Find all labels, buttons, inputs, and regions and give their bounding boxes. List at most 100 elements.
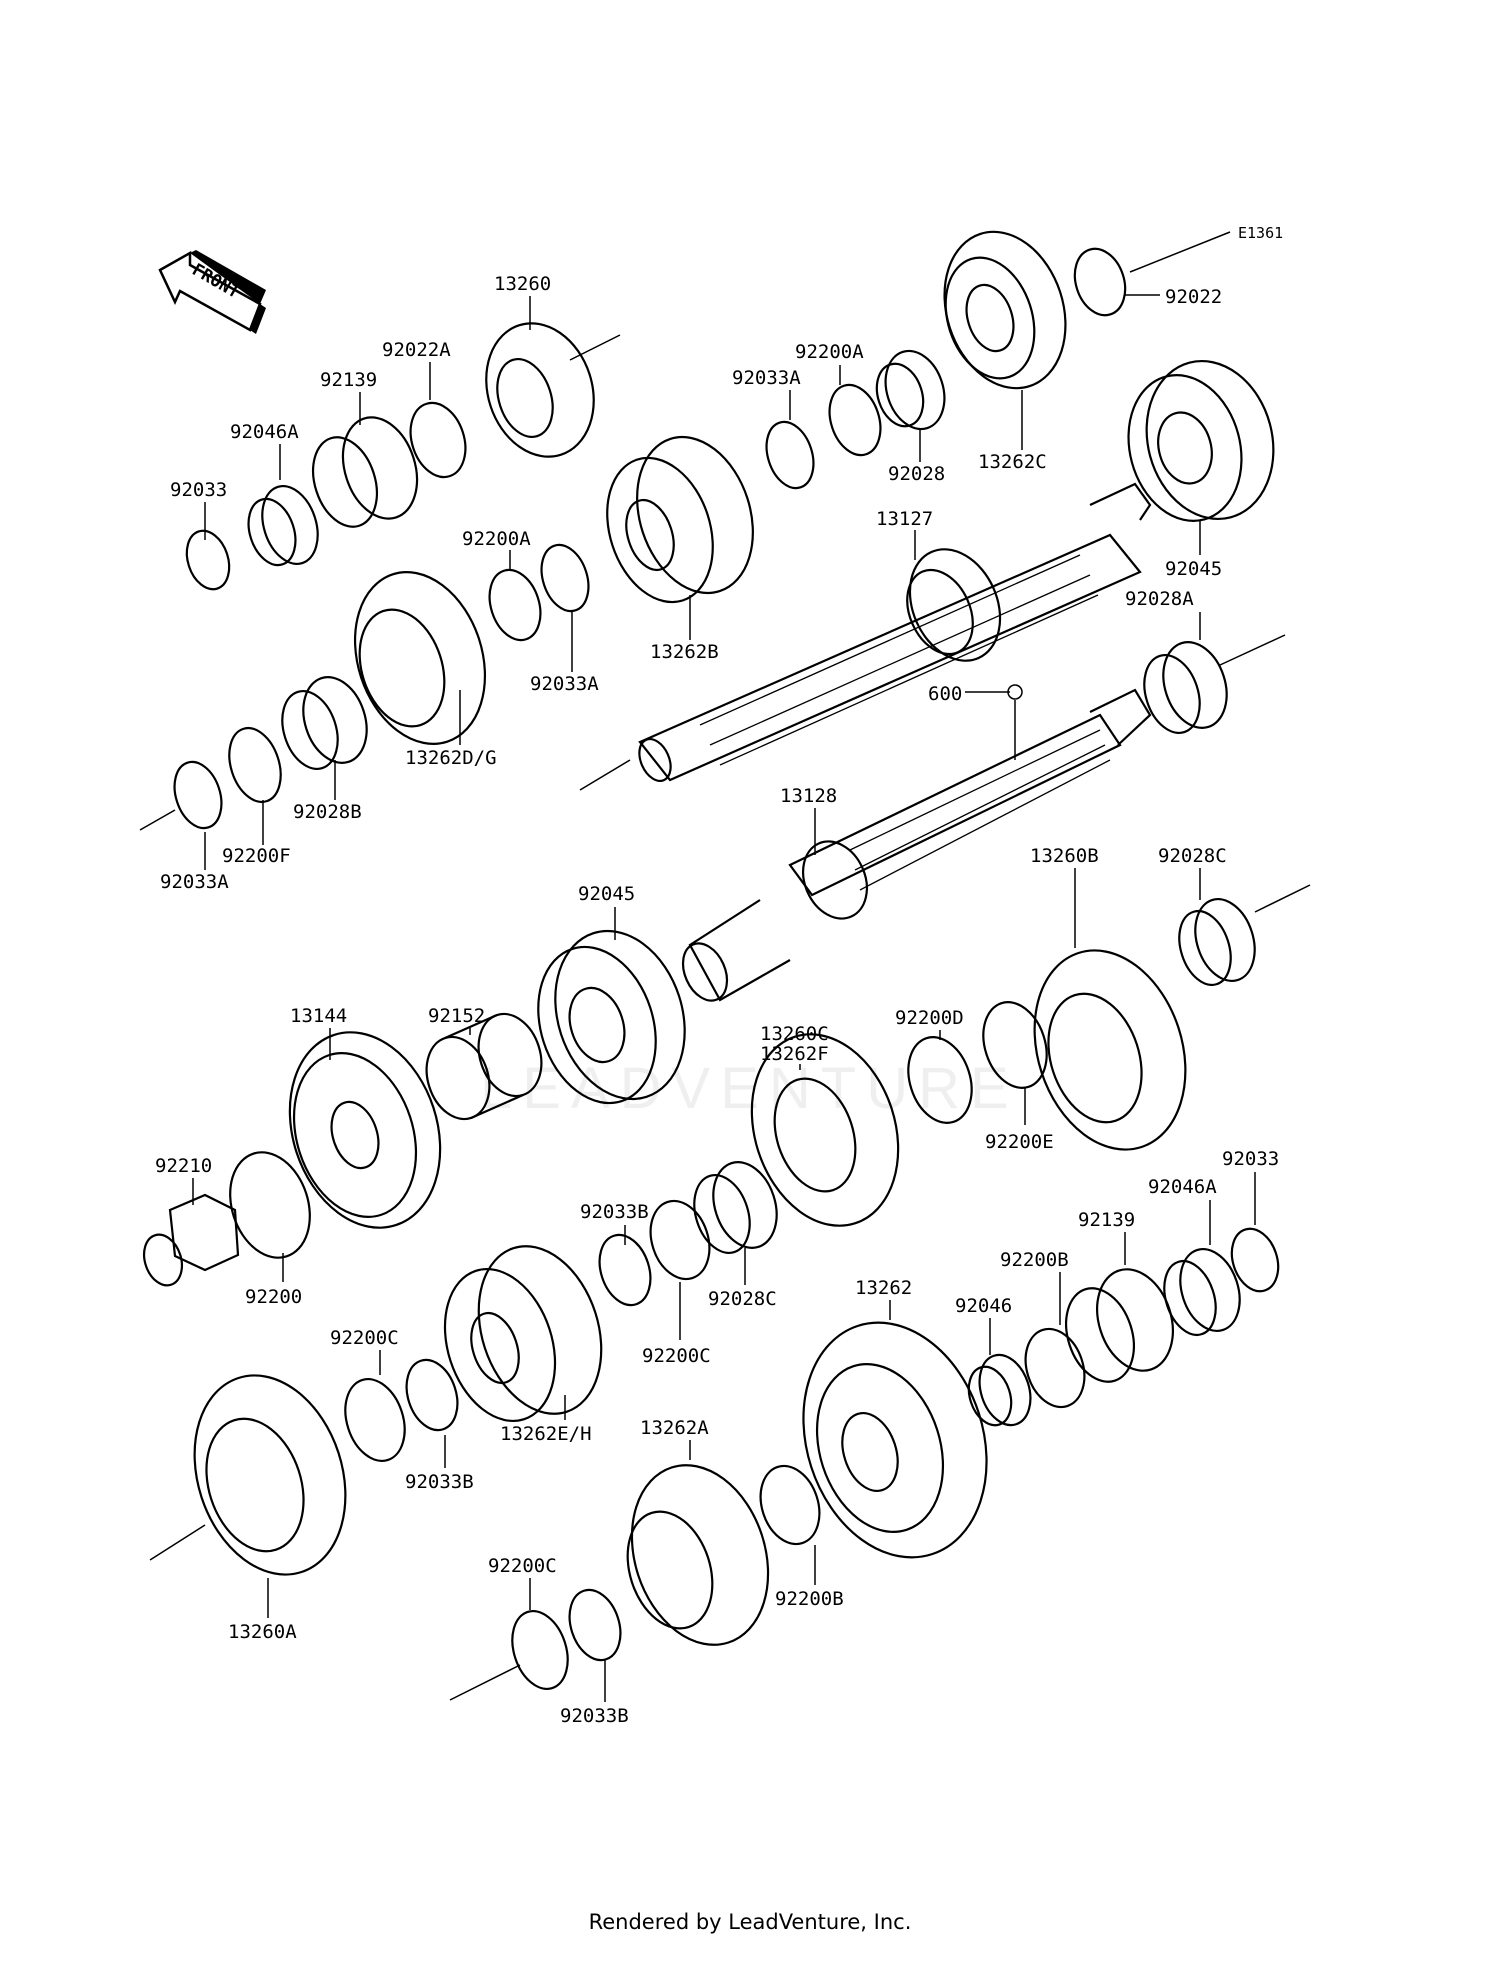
label-92139-right: 92139	[1078, 1209, 1135, 1231]
circlip-92033B-low	[568, 1588, 622, 1662]
circlip-92033-top	[185, 529, 231, 591]
washer-92200B-low	[759, 1464, 821, 1546]
label-92033A-low: 92033A	[160, 871, 229, 893]
label-92139-top: 92139	[320, 369, 377, 391]
ring-92022A	[409, 401, 467, 479]
label-92033B-mid: 92033B	[580, 1201, 649, 1223]
washer-92200A-top	[828, 383, 882, 457]
label-92200B-low: 92200B	[775, 1588, 844, 1610]
label-92152: 92152	[428, 1005, 485, 1027]
bushing-92028C-top	[1178, 898, 1256, 986]
nut-92210	[142, 1193, 240, 1287]
label-13144: 13144	[290, 1005, 347, 1027]
label-92028A: 92028A	[1125, 588, 1194, 610]
label-13127: 13127	[876, 508, 933, 530]
label-13262F: 13262F	[760, 1043, 829, 1065]
label-13262DG: 13262D/G	[405, 747, 497, 769]
bearing-92045-right	[1127, 359, 1275, 522]
washer-92200C-left	[344, 1378, 406, 1462]
needle-bearing-92046A-top	[247, 485, 319, 567]
label-92200A-mid: 92200A	[462, 528, 531, 550]
leader-lines	[192, 294, 1256, 1702]
bushing-92028B	[281, 676, 368, 770]
sprocket-13144	[288, 1031, 442, 1229]
label-92022A: 92022A	[382, 339, 451, 361]
label-92046A-right: 92046A	[1148, 1176, 1217, 1198]
label-92033A-mid: 92033A	[530, 673, 599, 695]
label-600: 600	[928, 683, 962, 705]
circlip-92033A-mid	[540, 543, 590, 613]
circlip-92033A-low	[173, 760, 223, 830]
gear-13262A	[626, 1464, 770, 1646]
gear-13262C	[943, 230, 1067, 390]
part-labels: 13260 92022A 92139 92046A 92033 92200A 9…	[155, 273, 1279, 1727]
circlip-92033A-top	[765, 420, 815, 490]
label-13260: 13260	[494, 273, 551, 295]
needle-bearing-92046A-right	[1163, 1248, 1241, 1336]
shaft-13127	[638, 482, 1152, 782]
needle-bearing-92046	[967, 1353, 1032, 1427]
label-92033A-top: 92033A	[732, 367, 801, 389]
gear-13262	[802, 1321, 988, 1559]
label-92200: 92200	[245, 1286, 302, 1308]
washer-92200D	[907, 1036, 973, 1124]
gear-13262DG	[353, 571, 487, 745]
label-92028: 92028	[888, 463, 945, 485]
watermark: LEADVENTURE	[480, 1056, 1019, 1121]
label-92200C-left: 92200C	[330, 1327, 399, 1349]
label-92033B-left: 92033B	[405, 1471, 474, 1493]
washer-92200	[229, 1151, 311, 1259]
label-92046: 92046	[955, 1295, 1012, 1317]
bushing-92028A	[1143, 641, 1228, 734]
bushing-92139-top	[312, 416, 419, 528]
label-92045-mid: 92045	[578, 883, 635, 905]
label-92200C-mid: 92200C	[642, 1345, 711, 1367]
label-92210: 92210	[155, 1155, 212, 1177]
circlip-92033-right	[1230, 1227, 1280, 1293]
footer-credit: Rendered by LeadVenture, Inc.	[588, 1910, 912, 1934]
label-13262A: 13262A	[640, 1417, 709, 1439]
label-92200E: 92200E	[985, 1131, 1054, 1153]
label-13262EH: 13262E/H	[500, 1423, 592, 1445]
gear-13127	[906, 548, 1002, 662]
upper-shaft-group	[139, 230, 1286, 831]
washer-92200A-mid	[488, 568, 542, 642]
bushing-92028	[875, 349, 946, 431]
label-92028C-top: 92028C	[1158, 845, 1227, 867]
gear-13260	[485, 322, 595, 458]
gear-13260C-13262F	[750, 1033, 900, 1227]
washer-92200C-low	[511, 1610, 569, 1690]
washer-92200E	[982, 1001, 1048, 1089]
washer-92200C-mid	[649, 1199, 711, 1281]
label-13262: 13262	[855, 1277, 912, 1299]
label-13262C: 13262C	[978, 451, 1047, 473]
label-92028C-mid: 92028C	[708, 1288, 777, 1310]
gear-13262EH	[443, 1245, 603, 1423]
label-92200A-top: 92200A	[795, 341, 864, 363]
gear-13262B	[606, 435, 754, 604]
ring-92022	[1073, 247, 1127, 317]
gear-13260B	[1033, 949, 1187, 1151]
label-92200F: 92200F	[222, 845, 291, 867]
washer-92200F	[228, 727, 282, 803]
label-92033-top: 92033	[170, 479, 227, 501]
label-92033-right: 92033	[1222, 1148, 1279, 1170]
circlip-92033B-left	[405, 1358, 459, 1432]
gear-13260A	[193, 1374, 347, 1576]
label-92033B-low: 92033B	[560, 1705, 629, 1727]
bearing-92045-mid	[537, 929, 686, 1105]
collar-92152	[425, 1012, 543, 1121]
diagram-code: E1361	[1238, 224, 1283, 242]
label-13260A: 13260A	[228, 1621, 297, 1643]
label-92022: 92022	[1165, 286, 1222, 308]
bushing-92139-right	[1065, 1268, 1174, 1383]
circlip-92033B-mid	[598, 1233, 652, 1307]
bushing-92028C-mid	[693, 1161, 778, 1254]
label-92046A-top: 92046A	[230, 421, 299, 443]
shaft-13128	[681, 684, 1152, 1002]
label-92200C-low: 92200C	[488, 1555, 557, 1577]
label-92028B: 92028B	[293, 801, 362, 823]
label-13260C: 13260C	[760, 1023, 829, 1045]
label-92200D: 92200D	[895, 1007, 964, 1029]
